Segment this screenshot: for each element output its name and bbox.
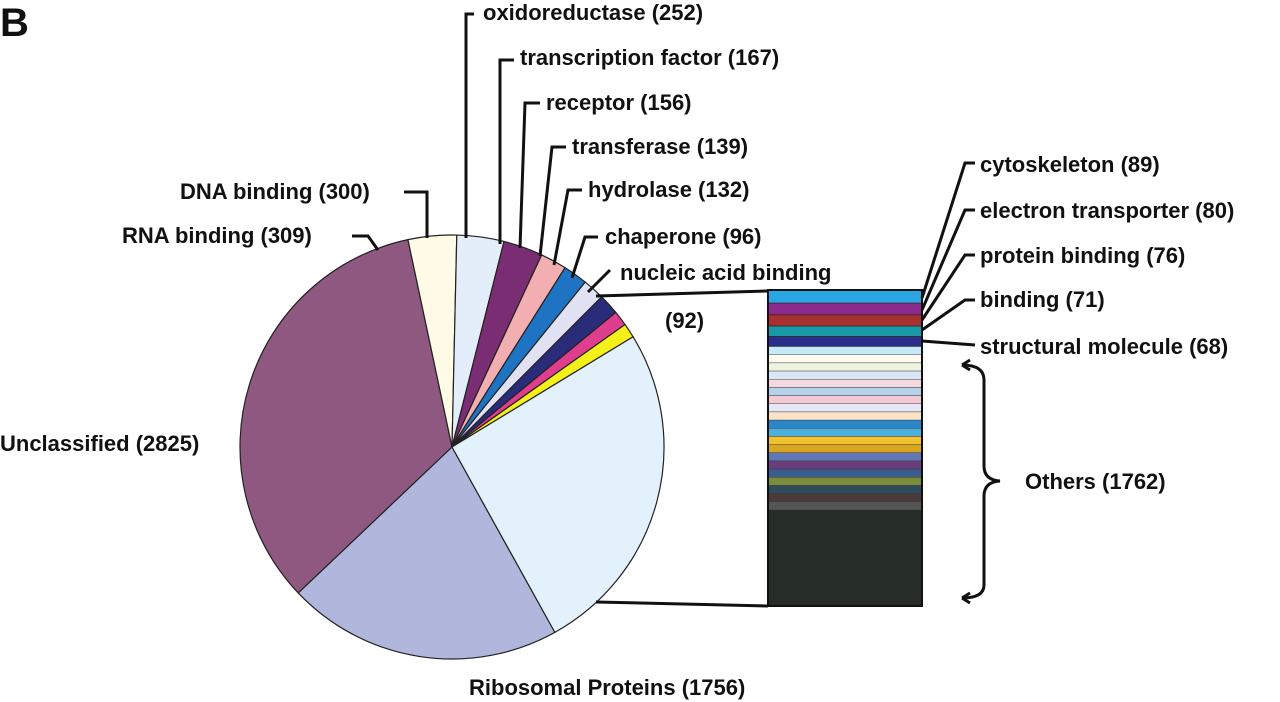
label-transcription-factor: transcription factor (167)	[520, 45, 779, 70]
label-protein-binding: protein binding (76)	[980, 243, 1185, 268]
bar-outline	[767, 289, 923, 607]
bar-stripe-10	[767, 428, 923, 437]
bar-stripe-0	[767, 346, 923, 355]
pie-slice-1	[239, 238, 453, 594]
bar-stripe-2	[767, 362, 923, 372]
bar-stripe-4	[767, 379, 923, 388]
pie-slice-0	[297, 446, 556, 660]
label-binding: binding (71)	[980, 287, 1105, 312]
bar-stripe-7	[767, 403, 923, 413]
label-nucleic-acid-binding: nucleic acid binding (92)	[620, 260, 838, 333]
label-electron-transporter: electron transporter (80)	[980, 198, 1234, 223]
bar-segment-2	[767, 314, 923, 327]
bar-stripe-19	[767, 501, 923, 511]
bar-stripe-14	[767, 460, 923, 470]
label-dna-binding: DNA binding (300)	[180, 179, 370, 204]
bar-segment-3	[767, 325, 923, 337]
bar-stripe-11	[767, 436, 923, 445]
pie-slice-11	[451, 335, 665, 634]
label-others: Others (1762)	[1025, 469, 1166, 494]
label-hydrolase: hydrolase (132)	[588, 177, 749, 202]
label-ribosomal-proteins: Ribosomal Proteins (1756)	[469, 675, 745, 700]
label-rna-binding: RNA binding (309)	[122, 223, 312, 248]
bar-stripe-6	[767, 395, 923, 404]
bar-stripe-1	[767, 354, 923, 364]
label-transferase: transferase (139)	[572, 134, 748, 159]
bar-stripe-9	[767, 419, 923, 429]
panel-letter: B	[0, 1, 29, 45]
bar-stripe-13	[767, 452, 923, 462]
bar-stripe-12	[767, 444, 923, 453]
label-structural-molecule: structural molecule (68)	[980, 334, 1228, 359]
bar-stripe-5	[767, 387, 923, 396]
connector-top	[595, 289, 769, 298]
bar-stripe-16	[767, 477, 923, 486]
bar-stripe-15	[767, 468, 923, 478]
bar-stripe-18	[767, 493, 923, 503]
bar-segment-1	[767, 302, 923, 316]
bar-stripe-8	[767, 411, 923, 421]
bar-stripe-17	[767, 485, 923, 494]
bar-stripe-3	[767, 370, 923, 380]
leader-lines	[352, 12, 1001, 605]
pie-slices	[239, 234, 665, 660]
label-chaperone: chaperone (96)	[605, 224, 762, 249]
label-cytoskeleton: cytoskeleton (89)	[980, 152, 1160, 177]
label-oxidoreductase: oxidoreductase (252)	[483, 0, 703, 25]
bar-segment-4	[767, 336, 923, 347]
label-receptor: receptor (156)	[546, 90, 692, 115]
connector-bottom	[595, 600, 769, 608]
bar-others-block	[768, 510, 922, 606]
label-unclassified: Unclassified (2825)	[0, 431, 199, 456]
others-breakdown-bar	[767, 289, 923, 607]
bar-segment-0	[767, 289, 923, 304]
